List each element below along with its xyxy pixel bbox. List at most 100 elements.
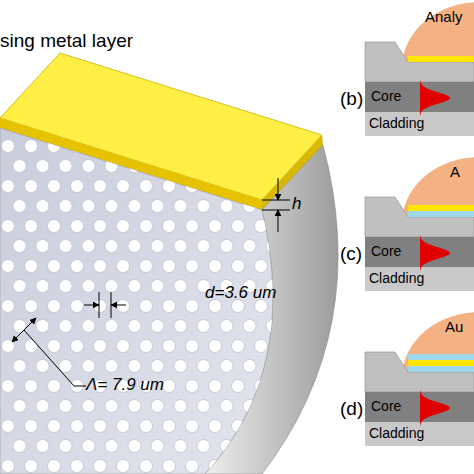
air-hole xyxy=(151,240,164,253)
analyte-label: Analy xyxy=(425,8,474,25)
air-hole xyxy=(2,300,15,313)
gold-film xyxy=(408,360,474,366)
gold-film xyxy=(408,56,474,62)
air-hole xyxy=(128,400,141,413)
air-hole xyxy=(186,340,199,353)
air-hole xyxy=(163,140,176,153)
air-hole xyxy=(117,460,130,473)
air-hole xyxy=(48,420,61,433)
dielectric-film xyxy=(408,354,474,360)
analyte-dome xyxy=(402,312,474,372)
air-hole xyxy=(163,460,176,473)
air-hole xyxy=(25,140,38,153)
air-hole xyxy=(289,440,302,453)
panel-label: (b) xyxy=(340,88,363,110)
dimension-label: d=3.6 um xyxy=(205,283,276,303)
air-hole xyxy=(151,320,164,333)
air-hole xyxy=(105,400,118,413)
air-hole xyxy=(186,140,199,153)
air-hole xyxy=(140,180,153,193)
air-hole xyxy=(174,240,187,253)
air-hole xyxy=(163,300,176,313)
air-hole xyxy=(232,460,245,473)
air-hole xyxy=(128,240,141,253)
air-hole xyxy=(36,360,49,373)
air-hole xyxy=(278,180,291,193)
air-hole xyxy=(48,300,61,313)
cladding-layer: Cladding xyxy=(365,422,474,446)
air-hole xyxy=(266,240,279,253)
air-hole xyxy=(82,320,95,333)
air-hole xyxy=(105,320,118,333)
air-hole xyxy=(232,380,245,393)
air-hole xyxy=(128,360,141,373)
air-hole xyxy=(94,300,107,313)
air-hole xyxy=(25,220,38,233)
air-hole xyxy=(117,300,130,313)
air-hole-lattice xyxy=(2,140,303,473)
air-hole xyxy=(186,220,199,233)
air-hole xyxy=(289,320,302,333)
air-hole xyxy=(174,200,187,213)
dimension-tick xyxy=(262,210,290,211)
air-hole xyxy=(163,420,176,433)
air-hole xyxy=(278,340,291,353)
air-hole xyxy=(255,460,268,473)
air-hole xyxy=(36,200,49,213)
air-hole xyxy=(36,440,49,453)
air-hole xyxy=(25,340,38,353)
air-hole xyxy=(105,200,118,213)
air-hole xyxy=(209,460,222,473)
air-hole xyxy=(151,200,164,213)
air-hole xyxy=(140,300,153,313)
cladding-layer: Cladding xyxy=(365,112,474,136)
air-hole xyxy=(197,240,210,253)
air-hole xyxy=(278,220,291,233)
air-hole xyxy=(13,160,26,173)
air-hole xyxy=(48,180,61,193)
air-hole xyxy=(197,160,210,173)
core-layer: Core xyxy=(365,237,474,267)
air-hole xyxy=(278,420,291,433)
air-hole xyxy=(128,160,141,173)
air-hole xyxy=(232,180,245,193)
air-hole xyxy=(71,140,84,153)
dimension-arrow xyxy=(111,305,126,306)
air-hole xyxy=(2,140,15,153)
air-hole xyxy=(140,220,153,233)
air-hole xyxy=(25,420,38,433)
layer-label: Cladding xyxy=(369,270,474,286)
air-hole xyxy=(255,380,268,393)
air-hole xyxy=(117,260,130,273)
air-hole xyxy=(266,320,279,333)
air-hole xyxy=(243,360,256,373)
analyte-label: Au xyxy=(445,318,474,335)
air-hole xyxy=(36,320,49,333)
air-hole xyxy=(94,420,107,433)
air-hole xyxy=(163,180,176,193)
air-hole xyxy=(209,260,222,273)
gold-film xyxy=(408,205,474,211)
air-hole xyxy=(266,160,279,173)
air-hole xyxy=(243,200,256,213)
air-hole xyxy=(13,200,26,213)
air-hole xyxy=(197,360,210,373)
dielectric-film xyxy=(408,366,474,372)
air-hole xyxy=(278,300,291,313)
air-hole xyxy=(151,280,164,293)
air-hole xyxy=(36,400,49,413)
air-hole xyxy=(94,260,107,273)
air-hole xyxy=(140,260,153,273)
air-hole xyxy=(197,440,210,453)
air-hole xyxy=(151,160,164,173)
air-hole xyxy=(94,340,107,353)
cladding-layer: Cladding xyxy=(365,267,474,291)
air-hole xyxy=(289,240,302,253)
air-hole xyxy=(82,160,95,173)
air-hole xyxy=(105,160,118,173)
air-hole xyxy=(232,420,245,433)
air-hole xyxy=(197,200,210,213)
analyte-label: A xyxy=(450,163,474,180)
air-hole xyxy=(243,160,256,173)
